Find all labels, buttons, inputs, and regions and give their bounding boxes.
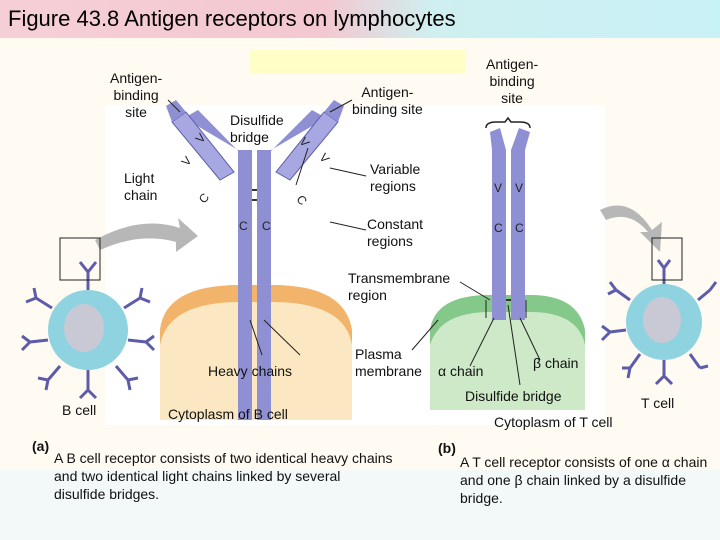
t-cell-membrane — [430, 295, 585, 345]
alpha-chain — [492, 150, 506, 320]
t-cell-cytoplasm — [430, 295, 585, 410]
t-c-letter-alpha: C — [494, 221, 503, 235]
t-v-letter-alpha: V — [494, 181, 503, 195]
heavy-chain-left — [238, 150, 252, 420]
variable-regions-label: Variable regions — [370, 161, 421, 194]
light-chain-left-tip — [166, 100, 186, 122]
t-v-letter-beta: V — [515, 181, 524, 195]
b-c-letter-heavy-right: C — [262, 219, 271, 233]
right-arrow-icon — [600, 205, 662, 252]
heavy-chain-right-arm — [257, 110, 326, 165]
b-c-letter-heavy-left: C — [239, 219, 248, 233]
b-cell-membrane — [160, 285, 352, 345]
t-cell-label: T cell — [641, 395, 675, 411]
t-disulfide-bridge-label: Disulfide bridge — [465, 388, 562, 404]
b-cell-cytoplasm — [160, 285, 352, 420]
plasma-membrane-label: Plasma membrane — [355, 346, 422, 379]
b-cell-icon — [20, 237, 156, 400]
panel-b-caption: A T cell receptor consists of one α chai… — [460, 454, 708, 506]
heavy-chain-right — [257, 150, 271, 420]
t-c-letter-beta: C — [515, 221, 524, 235]
title-bar — [0, 0, 720, 38]
light-chain-label: Light chain — [124, 170, 158, 203]
t-cytoplasm-label: Cytoplasm of T cell — [494, 414, 613, 430]
antigen-site-brace — [485, 116, 531, 129]
antigen-binding-site-right-label: Antigen- binding site — [352, 84, 423, 117]
transmembrane-region-label: Transmembrane region — [348, 270, 451, 303]
alpha-chain-label: α chain — [438, 363, 484, 379]
heavy-chain-left-arm — [184, 110, 252, 165]
b-cytoplasm-label: Cytoplasm of B cell — [168, 406, 288, 422]
t-cell-receptor — [490, 128, 530, 320]
constant-regions-label: Constant regions — [367, 216, 424, 249]
beta-chain-label: β chain — [533, 355, 579, 371]
antigen-binding-site-left-label: Antigen- binding site — [110, 70, 163, 120]
left-arrow-icon — [95, 218, 198, 252]
disulfide-bridge-label: Disulfide bridge — [230, 112, 284, 145]
b-cell-label: B cell — [62, 402, 97, 418]
page-title: Figure 43.8 Antigen receptors on lymphoc… — [8, 6, 456, 31]
panel-b-tag: (b) — [438, 440, 456, 456]
light-chain-right-tip — [324, 100, 344, 122]
beta-chain-tip — [511, 128, 530, 150]
t-antigen-binding-site-label: Antigen- binding site — [486, 56, 539, 106]
beta-chain — [511, 150, 525, 320]
light-chain-right — [275, 111, 339, 181]
heavy-chains-label: Heavy chains — [208, 363, 293, 379]
b-cell-receptor — [166, 100, 344, 420]
transmembrane-bracket — [485, 300, 527, 318]
panel-a-tag: (a) — [32, 438, 50, 454]
panel-a-caption: A B cell receptor consists of two identi… — [54, 450, 393, 502]
t-cell-icon — [600, 237, 718, 386]
alpha-chain-tip — [490, 128, 506, 150]
